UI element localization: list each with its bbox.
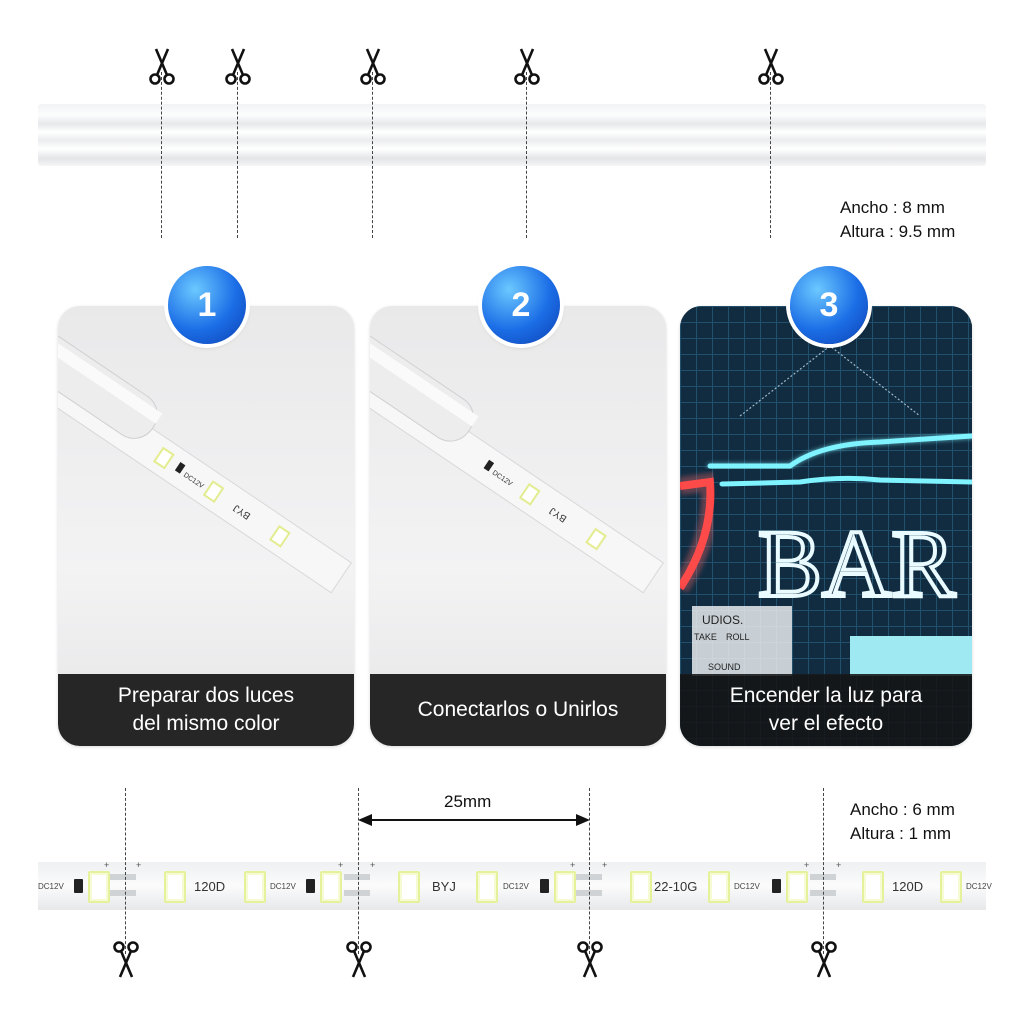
resistor [306,879,315,893]
tube-width: Ancho : 8 mm [840,198,945,217]
step-caption: Conectarlos o Unirlos [370,674,666,746]
resistor [772,879,781,893]
tube-height: Altura : 9.5 mm [840,222,956,241]
svg-text:+: + [338,860,343,870]
strip-width: Ancho : 6 mm [850,800,955,819]
led-strip [38,862,986,910]
led-chip [554,871,576,903]
svg-text:BAR: BAR [758,510,955,617]
led-chip [244,871,266,903]
svg-text:+: + [370,860,375,870]
gap-label: 25mm [444,792,492,811]
led-chip [862,871,884,903]
svg-text:+: + [804,860,809,870]
product-photo-connected: DC12V BYJ [370,318,665,594]
svg-text:SOUND: SOUND [708,662,741,672]
neon-tube-profile [38,104,986,166]
scissors-icon [811,941,837,978]
product-photo-separate: DC12V BYJ [58,318,353,594]
tube-dimensions: Ancho : 8 mm Altura : 9.5 mm [840,196,955,244]
scissors-icon [346,941,372,978]
led-chip [320,871,342,903]
svg-text:+: + [136,860,141,870]
resistor [540,879,549,893]
led-chip [476,871,498,903]
svg-text:+: + [104,860,109,870]
cut-line [237,72,238,238]
svg-text:+: + [570,860,575,870]
led-chip [708,871,730,903]
scissors-icon [758,48,784,85]
led-chip [398,871,420,903]
cut-line [770,72,771,238]
svg-text:UDIOS.: UDIOS. [702,613,743,627]
scissors-icon [577,941,603,978]
gap-arrow [358,814,590,826]
scissors-icon [225,48,251,85]
led-chip [630,871,652,903]
scissors-icon [360,48,386,85]
strip-height: Altura : 1 mm [850,824,952,843]
step-card-2: DC12V BYJ Conectarlos o Unirlos [370,306,666,746]
solder-pads: + + + + + + + + [104,860,841,896]
led-chip [786,871,808,903]
cut-line [161,72,162,238]
cut-line [526,72,527,238]
step-badge-2: 2 [482,266,560,344]
svg-text:ROLL: ROLL [726,632,750,642]
scissors-icon [514,48,540,85]
step-card-3: BAR UDIOS. TAKE ROLL SOUND Encender la l… [680,306,972,746]
led-chip [164,871,186,903]
strip-dimensions: Ancho : 6 mm Altura : 1 mm [850,798,955,846]
step-badge-3: 3 [790,266,868,344]
cut-line [372,72,373,238]
neon-bar-sign-photo: BAR UDIOS. TAKE ROLL SOUND [680,306,972,746]
cut-line [589,788,590,954]
led-chip [88,871,110,903]
led-chip [940,871,962,903]
cut-line [823,788,824,954]
svg-text:+: + [836,860,841,870]
scissors-icon [149,48,175,85]
svg-text:TAKE: TAKE [694,632,717,642]
svg-text:+: + [602,860,607,870]
cut-line [125,788,126,954]
scissors-icon [113,941,139,978]
step-badge-1: 1 [168,266,246,344]
resistor [74,879,83,893]
cut-line [358,788,359,954]
